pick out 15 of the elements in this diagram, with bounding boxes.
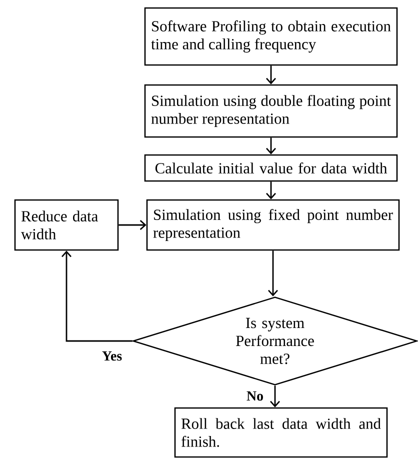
process-box: Software Profiling to obtain execution time and calling frequency [144, 7, 398, 66]
edge-label: Yes [100, 350, 124, 362]
arrow [266, 66, 276, 84]
edge-label: No [245, 390, 265, 402]
process-box: Simulation using double floating point number representation [144, 84, 398, 138]
process-box: Roll back last data width and finish. [174, 407, 388, 458]
process-box: Reduce data width [14, 199, 119, 251]
arrow [268, 250, 278, 296]
arrow [62, 250, 132, 342]
process-box: Simulation using fixed point number representation [146, 199, 400, 251]
arrow [266, 182, 276, 200]
process-box: Calculate initial value for data width [144, 154, 398, 182]
arrow [118, 220, 146, 230]
arrow [270, 386, 280, 408]
arrow [266, 138, 276, 154]
